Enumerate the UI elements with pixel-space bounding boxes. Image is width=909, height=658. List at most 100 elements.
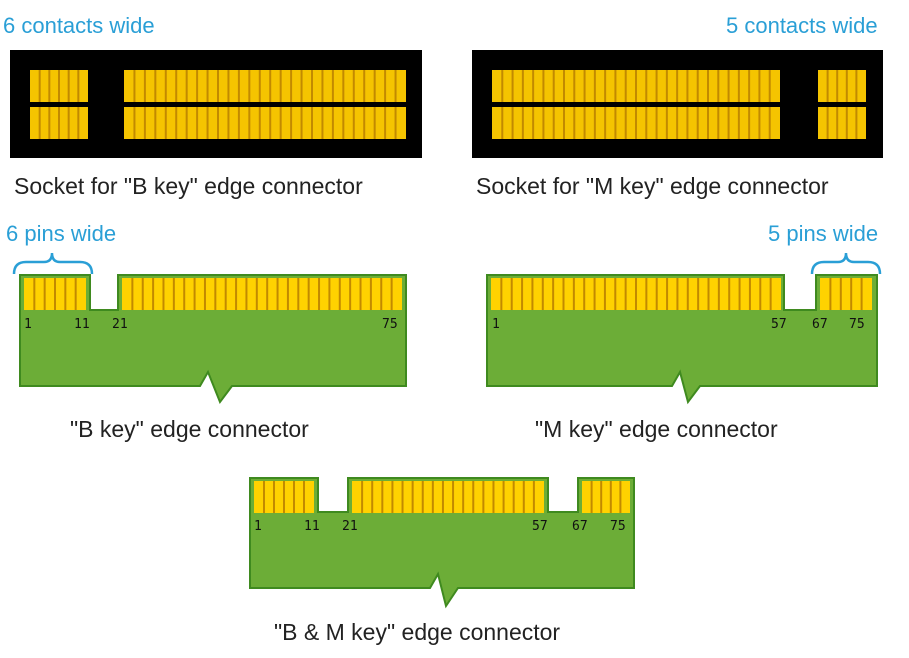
contact-separator (283, 481, 285, 513)
contact-separator (58, 107, 60, 139)
contact-separator (748, 107, 751, 139)
contact-separator (768, 70, 771, 102)
contact-separator (203, 278, 206, 310)
contact-separator (286, 278, 289, 310)
contact-separator (542, 107, 545, 139)
contact-separator (391, 481, 394, 513)
contact-separator (352, 70, 355, 102)
contact-separator (349, 278, 352, 310)
contact-separator (321, 107, 324, 139)
contact-separator (48, 70, 51, 102)
contact-separator (707, 107, 709, 139)
contact-separator (248, 107, 251, 139)
contact-separator (224, 278, 227, 310)
socket-b-contacts-long (124, 70, 406, 139)
contact-separator (307, 278, 310, 310)
contact-separator (172, 278, 175, 310)
connector-bm-pins-right (582, 481, 630, 513)
contact-separator (258, 107, 261, 139)
contact-separator (696, 70, 699, 102)
contact-separator (266, 278, 269, 310)
contact-separator (521, 107, 524, 139)
contact-separator (74, 278, 77, 310)
contact-separator (826, 107, 829, 139)
contact-separator (603, 278, 606, 310)
contact-separator (836, 70, 839, 102)
contact-separator (217, 70, 219, 102)
contact-separator (38, 70, 41, 102)
contact-separator (462, 481, 465, 513)
contact-separator (552, 70, 555, 102)
contact-separator (624, 107, 627, 139)
contact-separator (737, 70, 740, 102)
contact-separator (331, 107, 334, 139)
contact-separator (269, 107, 272, 139)
contact-separator (552, 107, 555, 139)
contact-separator (263, 481, 265, 513)
contact-separator (300, 70, 303, 102)
connector-bm-pin-label: 11 (304, 519, 320, 534)
contact-separator (511, 70, 514, 102)
contact-separator (707, 70, 709, 102)
contact-separator (293, 481, 295, 513)
contact-separator (452, 481, 455, 513)
contact-separator (686, 278, 689, 310)
contact-separator (624, 70, 627, 102)
contact-separator (162, 278, 165, 310)
contact-separator (384, 107, 387, 139)
contact-separator (411, 481, 414, 513)
socket-b-contacts-short (30, 70, 88, 139)
contact-separator (609, 481, 612, 513)
contact-separator (206, 70, 209, 102)
contact-separator (297, 278, 300, 310)
contact-separator (500, 278, 503, 310)
contact-separator (185, 70, 188, 102)
contact-separator (321, 70, 324, 102)
contact-separator (214, 278, 217, 310)
socket-m-group: 5 contacts wide Socket for "M key" edge … (472, 13, 883, 199)
contact-separator (482, 481, 485, 513)
contact-separator (707, 278, 710, 310)
contact-separator (133, 70, 136, 102)
connector-m-group: 5 pins wide 1 57 67 75 "M key" edge conn… (486, 221, 882, 442)
contact-separator (563, 107, 565, 139)
contact-separator (67, 70, 70, 102)
connector-bm-group: 1 11 21 57 67 75 "B & M key" edge connec… (249, 477, 635, 645)
contact-separator (655, 70, 658, 102)
contact-separator (58, 70, 60, 102)
contact-separator (542, 70, 545, 102)
contact-separator (290, 70, 293, 102)
contact-separator (512, 481, 515, 513)
contact-separator (352, 107, 355, 139)
contact-separator (676, 107, 679, 139)
contact-separator (328, 278, 331, 310)
contact-separator (141, 278, 144, 310)
contact-separator (614, 70, 617, 102)
connector-m-pins-long (491, 278, 781, 310)
contact-separator (758, 107, 761, 139)
contact-separator (860, 278, 863, 310)
contact-separator (635, 70, 637, 102)
connector-b-pins-short (24, 278, 86, 310)
contact-separator (697, 278, 700, 310)
contact-separator (290, 107, 293, 139)
contact-separator (193, 278, 196, 310)
connector-m-bracket (810, 252, 882, 275)
connector-bm-pins-left (254, 481, 314, 513)
socket-m-housing (472, 50, 883, 158)
contact-separator (394, 107, 397, 139)
contact-separator (676, 278, 679, 310)
contact-separator (54, 278, 56, 310)
contact-separator (227, 107, 230, 139)
connector-b-pins-long (122, 278, 402, 310)
contact-separator (384, 70, 387, 102)
contact-separator (511, 107, 514, 139)
contact-separator (164, 70, 167, 102)
contact-separator (248, 70, 251, 102)
contact-separator (593, 107, 596, 139)
contact-separator (276, 278, 279, 310)
connector-bm-pin-label: 21 (342, 519, 358, 534)
connector-b-pin-label: 21 (112, 317, 128, 332)
contact-separator (583, 107, 586, 139)
